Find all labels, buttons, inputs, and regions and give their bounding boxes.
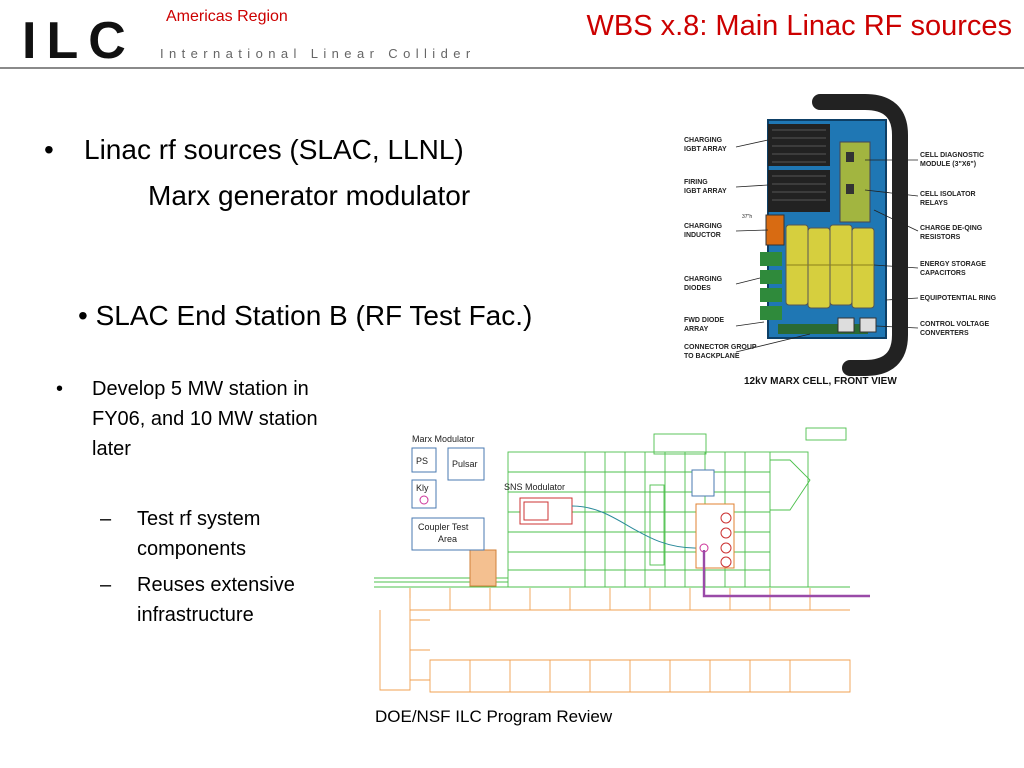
building-grid xyxy=(374,427,850,588)
label-converters: CONVERTERS xyxy=(920,330,969,337)
slide-title: WBS x.8: Main Linac RF sources xyxy=(586,10,1012,42)
charging-diodes xyxy=(760,252,782,320)
sub-bullet-dash: – xyxy=(100,574,112,596)
esb-floor-plan: Marx Modulator PS Pulsar Kly Coupler Tes… xyxy=(374,427,870,693)
beamline xyxy=(702,550,870,598)
klystron-icon xyxy=(419,495,429,505)
tagline: International Linear Collider xyxy=(160,46,476,61)
pulsar-box xyxy=(447,447,485,481)
header-rule xyxy=(0,67,1024,69)
rf-rack xyxy=(691,469,715,497)
logo-text: ILC xyxy=(22,14,136,64)
ps-box xyxy=(411,447,437,473)
cell-diagnostic-module xyxy=(839,141,871,223)
label-array: ARRAY xyxy=(684,326,709,333)
label-igbt-array: IGBT ARRAY xyxy=(684,146,727,153)
label-charging: CHARGING xyxy=(684,223,723,230)
building-outline xyxy=(379,588,851,693)
label-control-voltage: CONTROL VOLTAGE xyxy=(920,321,990,328)
label-marx-modulator: Marx Modulator xyxy=(412,434,475,444)
label-fwd-diode: FWD DIODE xyxy=(684,317,724,324)
coupler-box xyxy=(411,517,485,551)
label-module-size: MODULE (3"X6") xyxy=(920,161,976,168)
dimension-label: 37"h xyxy=(742,214,752,220)
label-firing: FIRING xyxy=(684,179,708,186)
figure-caption: 12kV MARX CELL, FRONT VIEW xyxy=(744,376,897,387)
sub-bullet-dash: – xyxy=(100,508,112,530)
label-resistors: RESISTORS xyxy=(920,234,961,241)
bullet-dot: • xyxy=(44,134,54,165)
label-relays: RELAYS xyxy=(920,200,948,207)
label-pulsar: Pulsar xyxy=(452,459,478,469)
bullet-slac-esb: • SLAC End Station B (RF Test Fac.) xyxy=(78,300,533,331)
charging-inductor xyxy=(765,214,785,246)
label-coupler-test: Coupler Test xyxy=(418,522,469,532)
connector-group xyxy=(778,324,868,334)
label-capacitors: CAPACITORS xyxy=(920,270,966,277)
sub-bullet-test-rf: Test rf system components xyxy=(137,508,261,560)
firing-igbt-heatsink xyxy=(768,170,830,212)
label-cell-isolator: CELL ISOLATOR xyxy=(920,191,976,198)
label-energy-storage: ENERGY STORAGE xyxy=(920,261,986,268)
marx-cell-diagram: CHARGING IGBT ARRAY FIRING IGBT ARRAY CH… xyxy=(684,94,997,387)
label-charging: CHARGING xyxy=(684,276,723,283)
label-inductor: INDUCTOR xyxy=(684,232,721,239)
sub-bullet-reuses: Reuses extensive infrastructure xyxy=(137,574,295,626)
label-charge-deqing: CHARGE DE-QING xyxy=(920,225,983,232)
label-cell-diagnostic: CELL DIAGNOSTIC xyxy=(920,152,984,159)
bullet-rf-sources: Linac rf sources (SLAC, LLNL) xyxy=(84,134,464,165)
label-diodes: DIODES xyxy=(684,285,711,292)
energy-storage-capacitors xyxy=(785,224,875,309)
charging-igbt-heatsink xyxy=(768,124,830,166)
label-connector-group: CONNECTOR GROUP xyxy=(684,344,757,351)
ilc-logo: ILC xyxy=(22,14,136,64)
label-equipotential-ring: EQUIPOTENTIAL RING xyxy=(920,295,997,302)
label-area: Area xyxy=(438,534,457,544)
bullet-marx-sub: Marx generator modulator xyxy=(148,180,471,211)
waveguide-line xyxy=(571,505,701,549)
rf-station xyxy=(695,503,735,569)
bullet-develop-station: Develop 5 MW station in FY06, and 10 MW … xyxy=(92,378,318,460)
label-ps: PS xyxy=(416,456,428,466)
label-charging: CHARGING xyxy=(684,137,723,144)
kly-box xyxy=(411,479,437,509)
region-label: Americas Region xyxy=(166,8,288,25)
footer-text: DOE/NSF ILC Program Review xyxy=(375,707,613,726)
label-kly: Kly xyxy=(416,483,429,493)
label-sns-modulator: SNS Modulator xyxy=(504,482,565,492)
bullet-dot: • xyxy=(56,378,64,400)
coupler-hatch xyxy=(469,549,497,587)
label-to-backplane: TO BACKPLANE xyxy=(684,353,740,360)
handle-ring xyxy=(812,94,908,376)
label-igbt-array: IGBT ARRAY xyxy=(684,188,727,195)
